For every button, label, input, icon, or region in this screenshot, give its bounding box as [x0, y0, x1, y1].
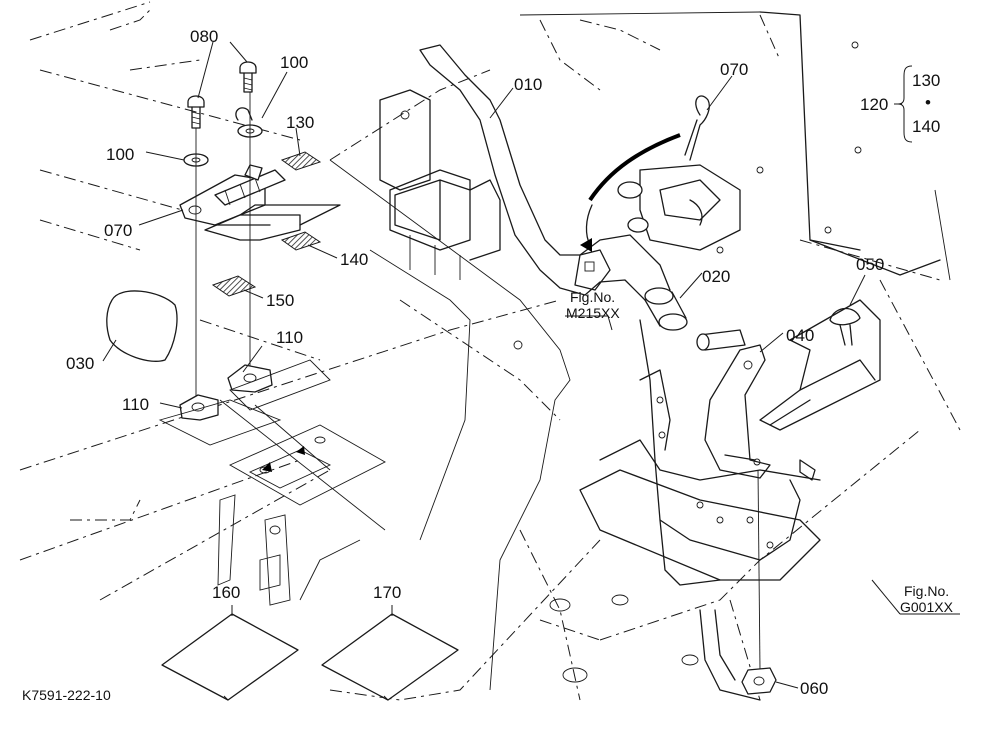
label-110-left: 110 — [122, 395, 149, 414]
spring-boss — [617, 164, 741, 251]
assembly-arrows — [580, 133, 681, 252]
fig-ref-m215: Fig.No. M215XX — [566, 289, 620, 321]
label-130-group: 130 — [912, 71, 940, 90]
pedal-bracket — [379, 89, 501, 280]
fig-ref-m215-line1: Fig.No. — [570, 289, 615, 305]
label-010: 010 — [514, 75, 542, 94]
pin-070 — [684, 95, 710, 161]
label-040: 040 — [786, 326, 814, 345]
base-frame — [549, 319, 821, 701]
label-150: 150 — [266, 291, 294, 310]
label-030: 030 — [66, 354, 94, 373]
pads — [211, 151, 322, 297]
label-130: 130 — [286, 113, 314, 132]
fig-ref-m215-line2: M215XX — [566, 305, 620, 321]
diagram-code: K7591-222-10 — [22, 687, 111, 703]
label-060: 060 — [800, 679, 828, 698]
label-120: 120 — [860, 95, 888, 114]
label-020: 020 — [702, 267, 730, 286]
label-100-top: 100 — [280, 53, 308, 72]
nut-060 — [741, 469, 777, 695]
floor-plates — [158, 359, 386, 531]
group-120: 120 130 • 140 — [860, 65, 940, 143]
fig-ref-g001: Fig.No. G001XX — [900, 583, 954, 615]
label-160: 160 — [212, 583, 240, 602]
cab-panel-outline — [519, 11, 951, 281]
fig-ref-g001-line2: G001XX — [900, 599, 954, 615]
label-090: 080 — [190, 27, 218, 46]
decals — [161, 613, 459, 701]
label-140-left: 140 — [340, 250, 368, 269]
floor-details — [217, 494, 361, 606]
hinge-assembly — [179, 61, 341, 410]
leader-lines — [102, 41, 960, 689]
pedal-pad-030 — [106, 290, 178, 362]
label-140-group: 140 — [912, 117, 940, 136]
group-separator: • — [925, 93, 931, 112]
bracket-040 — [696, 329, 771, 479]
bushing-020 — [644, 287, 688, 331]
clips-110 — [179, 364, 273, 421]
label-080: 070 — [104, 221, 132, 240]
fig-ref-g001-line1: Fig.No. — [904, 583, 949, 599]
stopper-050 — [759, 299, 881, 431]
label-050: 050 — [856, 255, 884, 274]
label-170: 170 — [373, 583, 401, 602]
extension-lines — [329, 159, 571, 691]
label-110-right: 110 — [276, 328, 303, 347]
label-100-left: 100 — [106, 145, 134, 164]
label-070: 070 — [720, 60, 748, 79]
pedal-arm-010 — [419, 44, 671, 301]
part-labels: 080 100 100 130 070 140 150 110 030 110 … — [66, 27, 884, 698]
background-frame — [19, 1, 961, 701]
